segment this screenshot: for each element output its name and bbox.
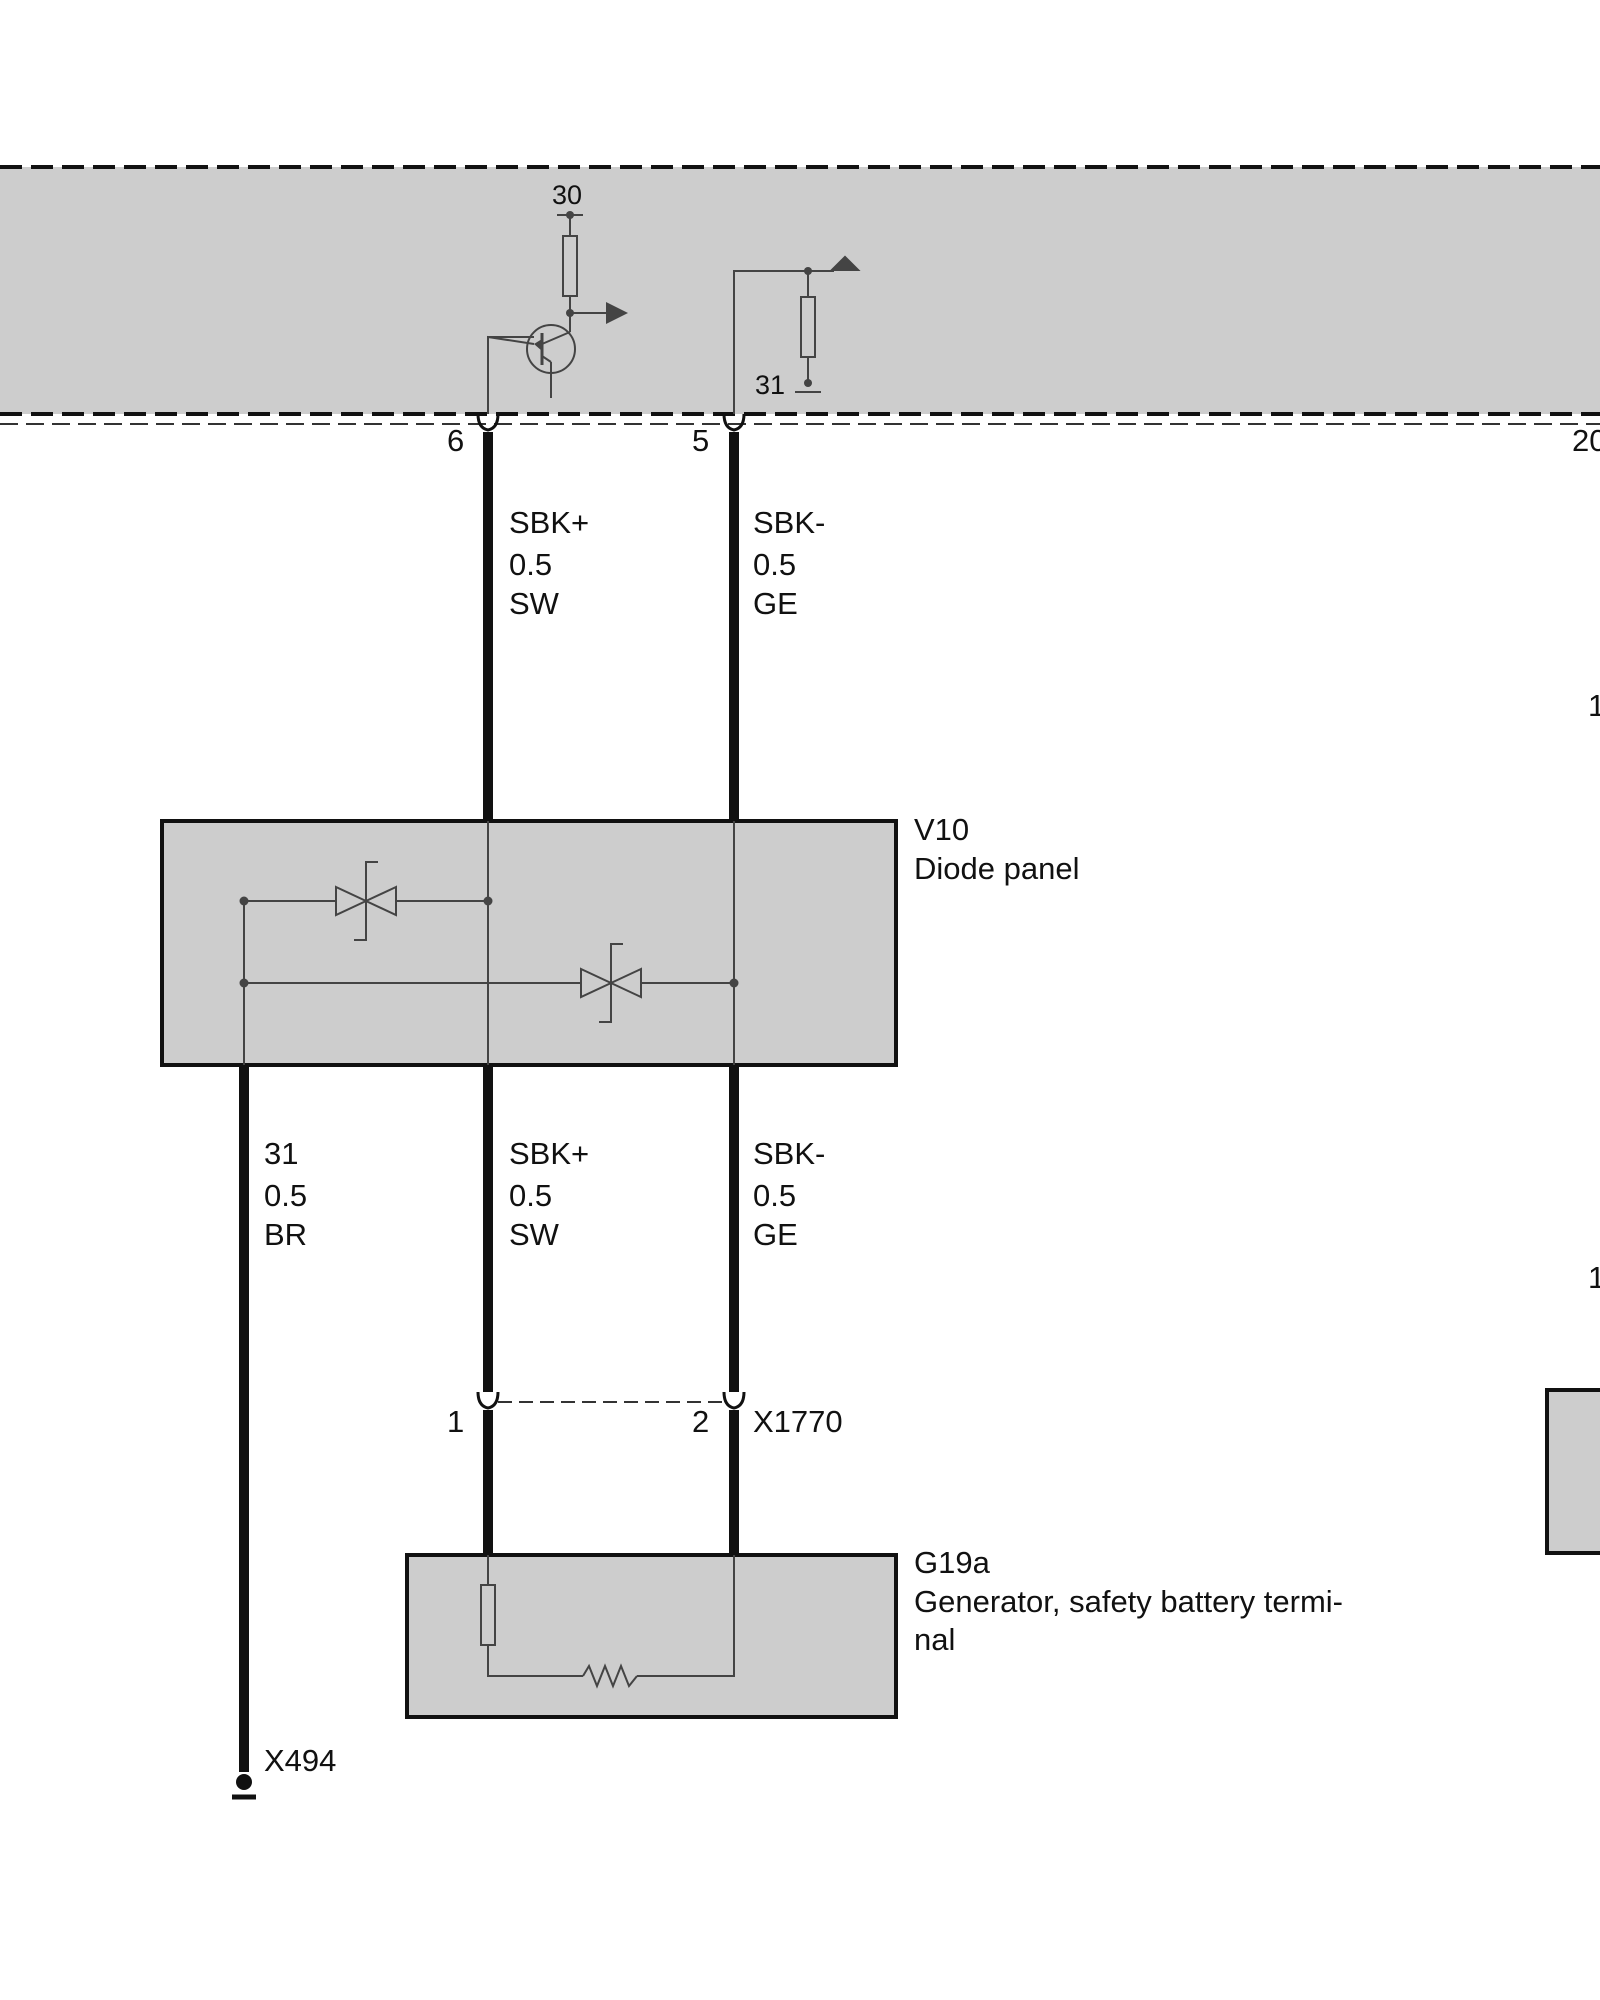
- upper-wires: SBK+ 0.5 SW SBK- 0.5 GE: [476, 413, 825, 821]
- generator-id: G19a: [914, 1545, 991, 1580]
- right-edge-component: 1 1: [1545, 688, 1600, 1555]
- zener-diode-icon: [335, 861, 397, 941]
- input-arrow-icon: [829, 255, 861, 272]
- ground-point-x494: X494: [232, 1743, 336, 1800]
- lower-wires: 31 0.5 BR SBK+ 0.5 SW SBK- 0.5 GE: [239, 1065, 825, 1772]
- right-edge-component-body: [1545, 1388, 1600, 1555]
- svg-text:0.5: 0.5: [264, 1178, 307, 1213]
- right-edge-label-b: 1: [1588, 1260, 1600, 1295]
- module-resistor-pulldown: [800, 296, 816, 358]
- pin-5-socket-icon: [722, 413, 746, 432]
- svg-text:SBK-: SBK-: [753, 505, 825, 540]
- ground-terminal-31: 31: [755, 370, 821, 400]
- svg-text:GE: GE: [753, 1217, 798, 1252]
- connector-pin-2-icon: [722, 1391, 746, 1410]
- generator-name-line1: Generator, safety battery termi-: [914, 1584, 1343, 1619]
- svg-text:SBK+: SBK+: [509, 1136, 589, 1171]
- generator-heating-resistor-icon: [582, 1663, 638, 1689]
- wire-label-upper-left: SBK+ 0.5 SW: [509, 505, 589, 621]
- connector-id: X1770: [753, 1404, 843, 1439]
- generator-name-line2: nal: [914, 1622, 955, 1657]
- ground-point-id: X494: [264, 1743, 336, 1778]
- zener-diode-icon: [580, 943, 642, 1023]
- svg-text:0.5: 0.5: [509, 547, 552, 582]
- control-module: 30 31 6 5 20: [0, 165, 1600, 458]
- svg-text:SW: SW: [509, 586, 560, 621]
- pin-label-20: 20: [1572, 423, 1600, 458]
- wire-label-lower-right: SBK- 0.5 GE: [753, 1136, 825, 1252]
- pin-label-6: 6: [447, 423, 464, 458]
- ground-point-icon: [236, 1774, 252, 1790]
- svg-text:31: 31: [264, 1136, 298, 1171]
- connector-pin-1-label: 1: [447, 1404, 464, 1439]
- connector-pin-1-icon: [476, 1391, 500, 1410]
- supply-terminal-30: 30: [552, 180, 583, 219]
- diode-panel-body: [160, 819, 898, 1067]
- pin-6-socket-icon: [476, 413, 500, 432]
- supply-label-30: 30: [552, 180, 582, 210]
- wire-label-ground: 31 0.5 BR: [264, 1136, 307, 1252]
- transistor-icon: [526, 324, 576, 398]
- diode-panel-v10: V10 Diode panel: [160, 812, 1079, 1067]
- svg-text:GE: GE: [753, 586, 798, 621]
- connector-pin-2-label: 2: [692, 1404, 709, 1439]
- generator-resistor-icon: [480, 1584, 496, 1646]
- svg-text:0.5: 0.5: [509, 1178, 552, 1213]
- wire-label-lower-left: SBK+ 0.5 SW: [509, 1136, 589, 1252]
- ground-label-31: 31: [755, 370, 785, 400]
- svg-text:SBK-: SBK-: [753, 1136, 825, 1171]
- module-resistor-upper: [562, 235, 578, 297]
- pin-label-5: 5: [692, 423, 709, 458]
- wire-label-upper-right: SBK- 0.5 GE: [753, 505, 825, 621]
- generator-g19a: G19a Generator, safety battery termi- na…: [405, 1545, 1343, 1719]
- svg-text:0.5: 0.5: [753, 1178, 796, 1213]
- control-module-body: [0, 167, 1600, 414]
- svg-text:BR: BR: [264, 1217, 307, 1252]
- svg-text:SW: SW: [509, 1217, 560, 1252]
- diode-panel-id: V10: [914, 812, 969, 847]
- diode-panel-name: Diode panel: [914, 851, 1079, 886]
- right-edge-label-a: 1: [1588, 688, 1600, 723]
- connector-x1770: 1 2 X1770: [447, 1391, 843, 1555]
- svg-text:0.5: 0.5: [753, 547, 796, 582]
- svg-text:SBK+: SBK+: [509, 505, 589, 540]
- output-arrow-icon: [606, 302, 628, 324]
